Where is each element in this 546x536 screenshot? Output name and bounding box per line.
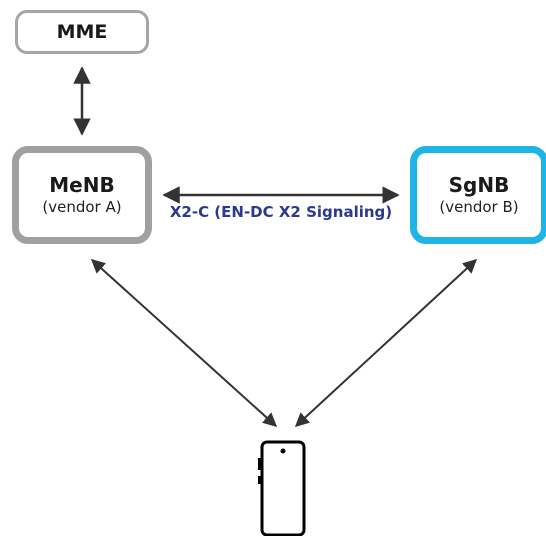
menb-sublabel: (vendor A) <box>42 198 122 216</box>
x2c-link-label: X2-C (EN-DC X2 Signaling) <box>169 203 393 221</box>
menb-ue-arrow <box>90 259 278 427</box>
smartphone-icon <box>258 440 306 536</box>
mme-node: MME <box>15 10 149 54</box>
menb-node: MeNB (vendor A) <box>12 146 152 244</box>
sgnb-node: SgNB (vendor B) <box>410 146 546 244</box>
sgnb-ue-arrow <box>294 259 478 427</box>
sgnb-sublabel: (vendor B) <box>439 198 519 216</box>
menb-label: MeNB <box>49 173 115 197</box>
sgnb-label: SgNB <box>448 173 510 197</box>
mme-label: MME <box>56 21 108 43</box>
